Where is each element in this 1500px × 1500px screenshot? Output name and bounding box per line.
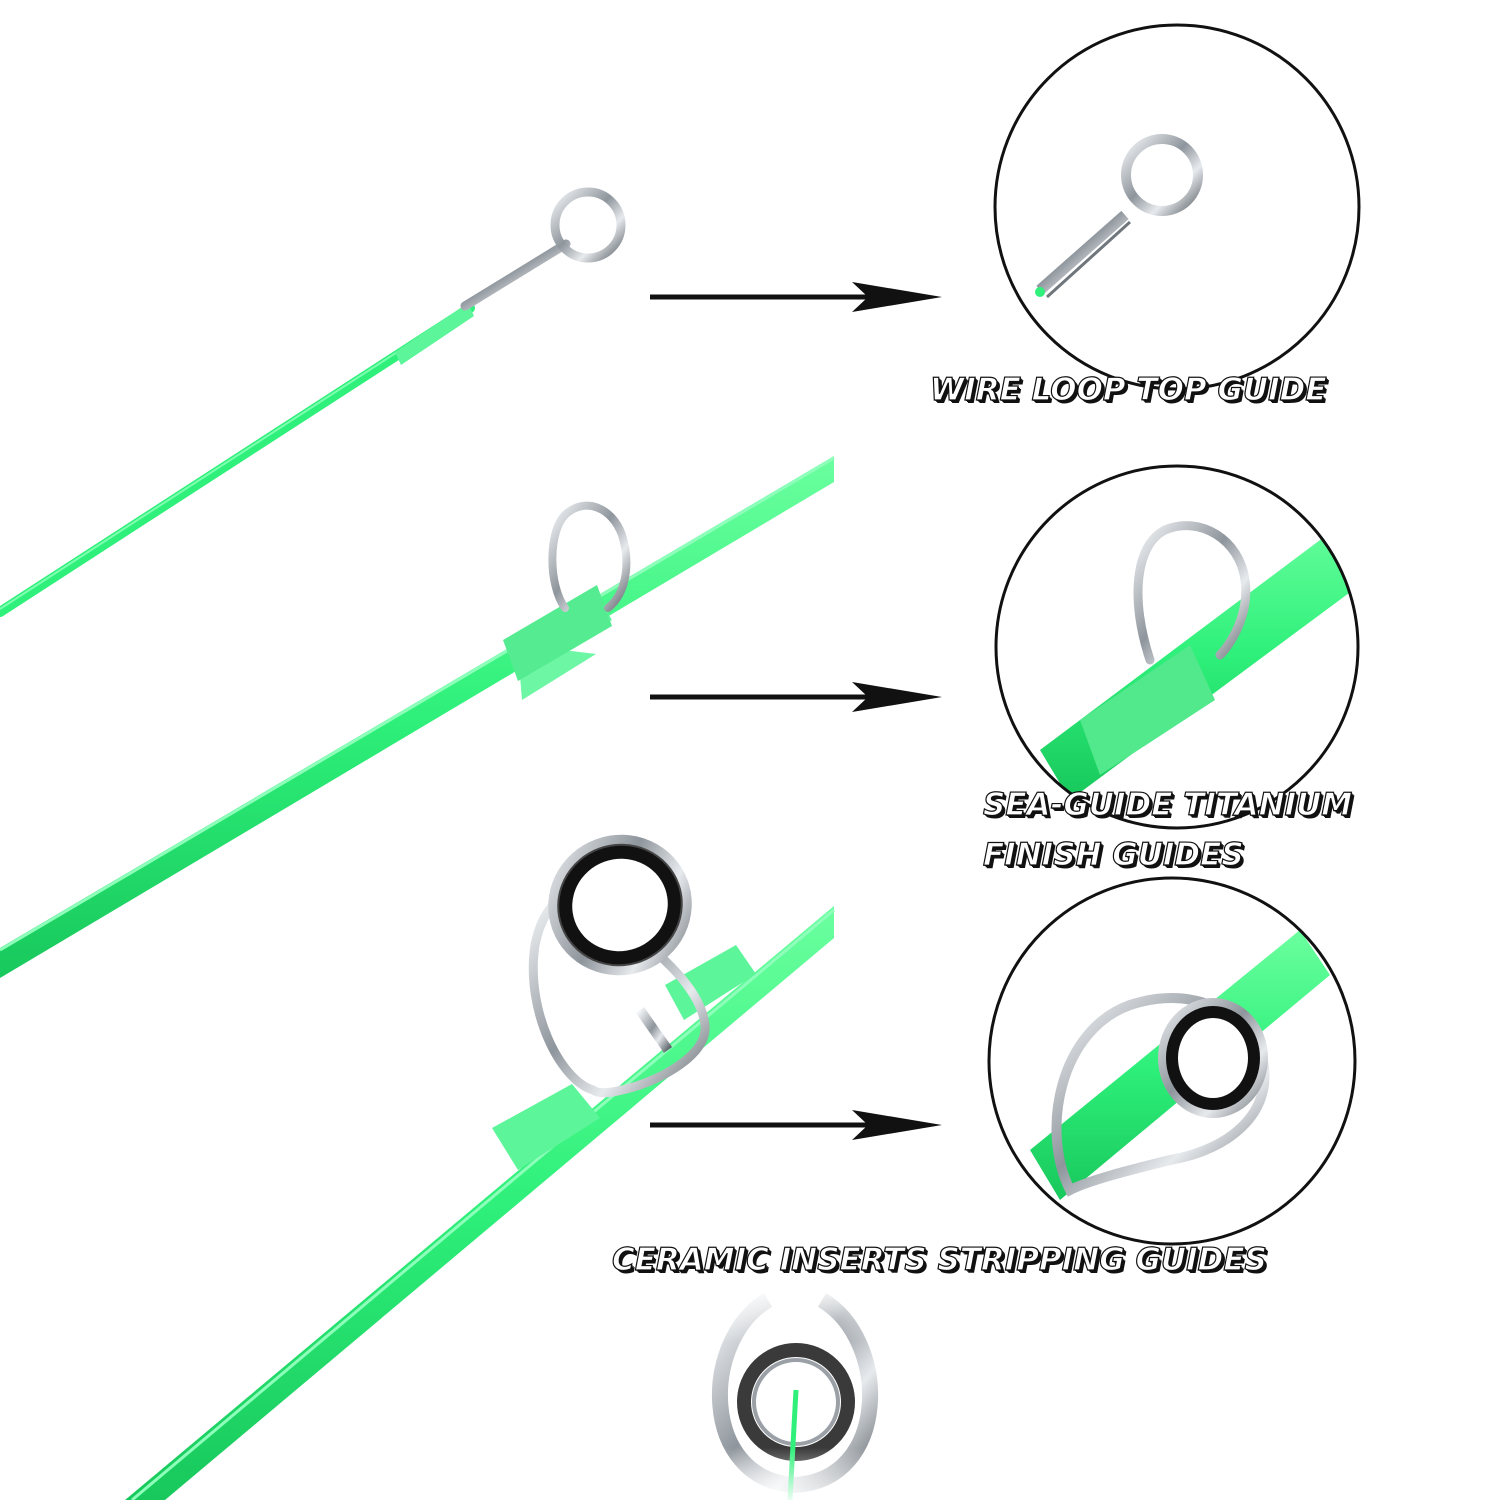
feature-label-wire-loop: WIRE LOOP TOP GUIDE	[929, 372, 1327, 408]
feature-label-sea-guide-line2: FINISH GUIDES	[982, 837, 1244, 873]
ceramic-stripping-guide-icon	[548, 834, 692, 976]
zoom-circle-ceramic-guide	[987, 876, 1357, 1246]
rod-mid-section	[0, 456, 835, 978]
zoom-circle-wire-loop	[993, 23, 1361, 391]
sea-guide-icon	[548, 501, 631, 612]
feature-label-ceramic-guide: CERAMIC INSERTS STRIPPING GUIDES	[611, 1242, 1267, 1278]
wire-loop-guide-icon	[550, 187, 626, 263]
rod-butt-section	[125, 834, 835, 1500]
arrow-3	[650, 1110, 942, 1140]
arrow-2	[650, 682, 942, 712]
rod-tip-section	[0, 187, 626, 617]
arrow-1	[650, 282, 942, 312]
feature-label-sea-guide-line1: SEA-GUIDE TITANIUM	[982, 787, 1353, 823]
zoom-circle-sea-guide	[994, 464, 1360, 830]
guide-front-view	[690, 1290, 910, 1500]
